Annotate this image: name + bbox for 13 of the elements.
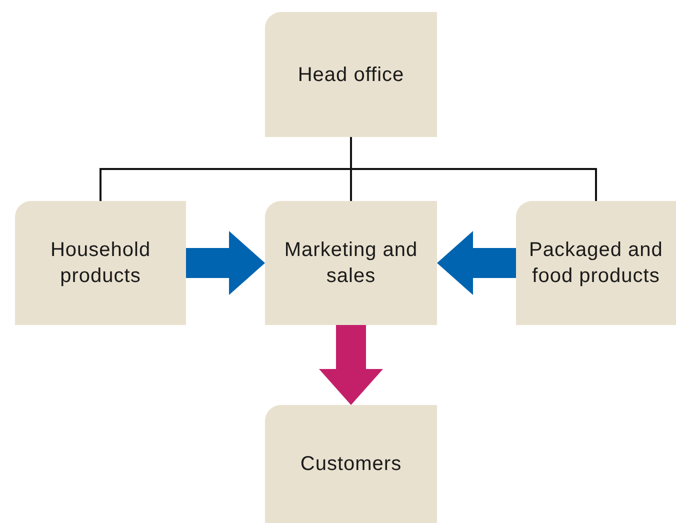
block-arrow (186, 231, 265, 295)
org-box (516, 201, 676, 325)
org-box (265, 201, 437, 325)
box-label: Marketing and sales (283, 238, 419, 289)
box-label: Packaged and food products (528, 238, 664, 289)
org-box (265, 405, 437, 523)
box-label: Head office (298, 62, 404, 88)
org-box (15, 201, 186, 325)
box-label: Customers (300, 452, 402, 477)
connector-line (350, 137, 597, 201)
block-arrow (319, 325, 383, 405)
org-box (265, 12, 437, 137)
box-label: Household products (49, 238, 152, 289)
